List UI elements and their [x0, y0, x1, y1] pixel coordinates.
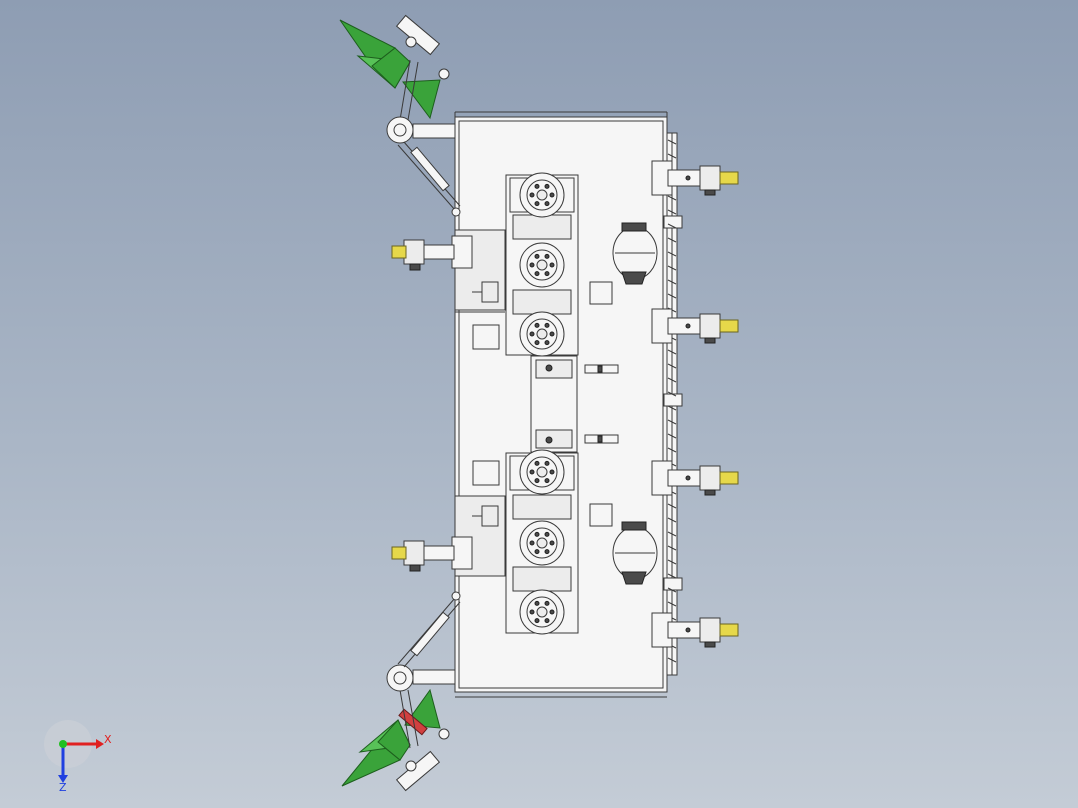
rotor-disc [519, 242, 565, 288]
right-arm [651, 612, 739, 648]
rotor-disc [519, 172, 565, 218]
rail-tick [667, 265, 677, 271]
rail-tick [667, 293, 677, 299]
rail-tick [667, 377, 677, 383]
x-axis-label: X [104, 733, 112, 746]
rail-tick [667, 195, 677, 201]
rail-tick [667, 433, 677, 439]
rail-tick [667, 447, 677, 453]
rotor-disc [519, 449, 565, 495]
rail-tick [667, 153, 677, 159]
z-axis-label: Z [59, 781, 67, 794]
rail-tick [667, 209, 677, 215]
rail-bracket [663, 577, 683, 591]
rotor-discs [519, 172, 565, 635]
rail-tick [667, 223, 677, 229]
rail-tick [667, 251, 677, 257]
rail-tick [667, 545, 677, 551]
rail-tick [667, 279, 677, 285]
rail-bracket [663, 393, 683, 407]
rail-tick [667, 517, 677, 523]
left-arm [391, 235, 473, 271]
coordinate-triad: X Z [44, 720, 112, 794]
right-arm [651, 160, 739, 196]
left-arm [391, 536, 473, 572]
rail-bracket [663, 215, 683, 229]
rail-tick [667, 503, 677, 509]
right-arm [651, 308, 739, 344]
right-arm-assemblies [651, 160, 739, 648]
rail-tick [667, 237, 677, 243]
rail-tick [667, 559, 677, 565]
top-wing-linkage [339, 14, 461, 217]
wheel-bottom [612, 521, 658, 585]
rail-tick [667, 349, 677, 355]
bottom-wing-linkage [341, 591, 461, 792]
left-arm-assemblies [391, 235, 473, 572]
rotor-disc [519, 589, 565, 635]
rail-tick [667, 601, 677, 607]
right-rail [663, 132, 683, 676]
rail-tick [667, 419, 677, 425]
rotor-disc [519, 520, 565, 566]
rail-tick [667, 587, 677, 593]
center-coupling [530, 355, 619, 453]
right-arm [651, 460, 739, 496]
rail-tick [667, 531, 677, 537]
rotor-disc [519, 311, 565, 357]
rail-tick [667, 391, 677, 397]
wheel-top [612, 222, 658, 285]
rail-tick [667, 405, 677, 411]
inspection-squares [472, 281, 613, 527]
rail-tick [667, 363, 677, 369]
rail-tick [667, 573, 677, 579]
rail-tick [667, 657, 677, 663]
rail-tick [667, 139, 677, 145]
